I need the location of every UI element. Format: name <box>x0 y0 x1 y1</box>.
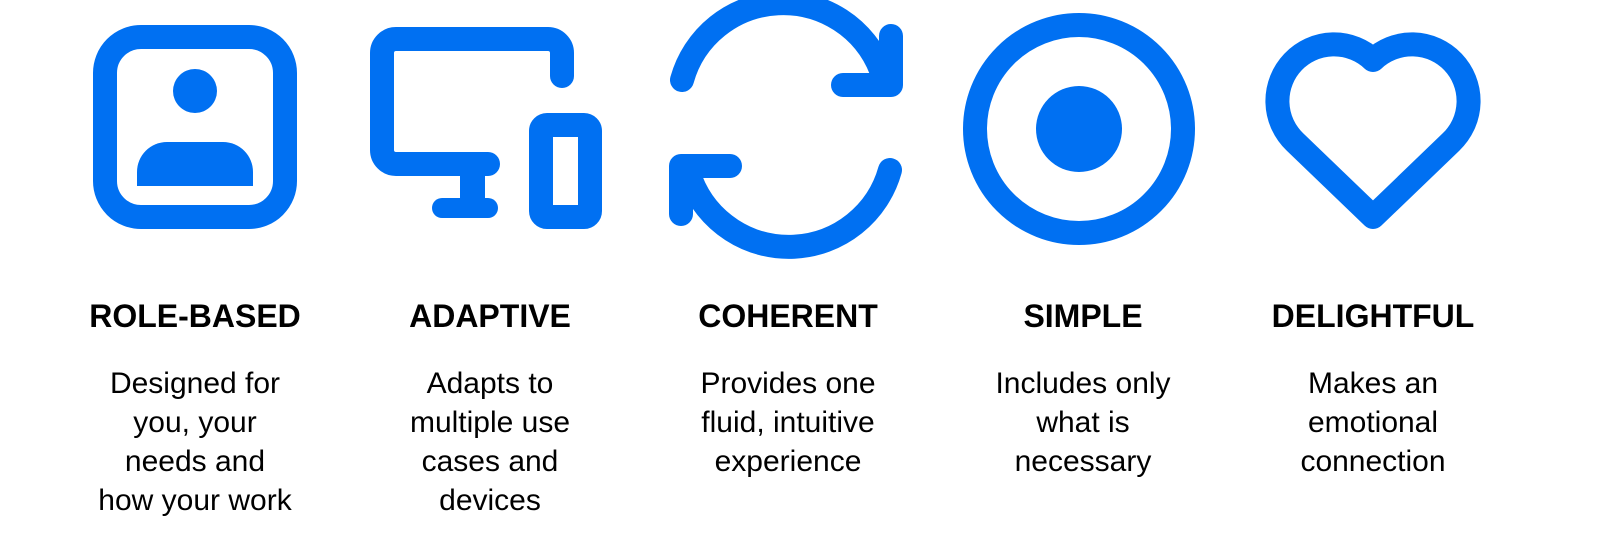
description-line: cases and <box>421 445 559 478</box>
description-line: how your work <box>98 484 292 517</box>
description-line: you, your <box>133 406 257 439</box>
description-line: experience <box>714 445 862 478</box>
description-line: what is <box>1036 406 1130 439</box>
person-badge-icon <box>80 0 310 260</box>
pillar-description: Designed for you, your needs and how you… <box>80 364 310 520</box>
description-line: devices <box>439 484 541 517</box>
pillar-description: Adapts to multiple use cases and devices <box>375 364 605 520</box>
pillar-delightful: DELIGHTFUL Makes an emotional connection <box>1258 0 1488 541</box>
pillar-title: SIMPLE <box>1023 298 1143 334</box>
description-line: Includes only <box>995 367 1171 400</box>
refresh-cycle-icon <box>668 0 908 260</box>
heart-icon <box>1258 0 1488 260</box>
pillar-title: ROLE-BASED <box>89 298 301 334</box>
pillar-description: Provides one fluid, intuitive experience <box>668 364 908 481</box>
description-line: Adapts to <box>426 367 554 400</box>
pillar-simple: SIMPLE Includes only what is necessary <box>963 0 1203 541</box>
pillar-description: Makes an emotional connection <box>1258 364 1488 481</box>
description-line: Makes an <box>1307 367 1439 400</box>
description-line: emotional <box>1307 406 1439 439</box>
description-line: Provides one <box>700 367 876 400</box>
description-line: connection <box>1300 445 1446 478</box>
pillar-title: COHERENT <box>698 298 878 334</box>
devices-icon <box>370 0 605 260</box>
pillar-coherent: COHERENT Provides one fluid, intuitive e… <box>668 0 908 541</box>
pillar-role-based: ROLE-BASED Designed for you, your needs … <box>80 0 310 541</box>
description-line: fluid, intuitive <box>701 406 875 439</box>
description-line: needs and <box>124 445 266 478</box>
radio-dot-icon <box>963 0 1203 260</box>
pillar-description: Includes only what is necessary <box>963 364 1203 481</box>
description-line: necessary <box>1014 445 1152 478</box>
pillar-title: ADAPTIVE <box>409 298 571 334</box>
description-line: Designed for <box>109 367 281 400</box>
pillar-adaptive: ADAPTIVE Adapts to multiple use cases an… <box>370 0 605 541</box>
pillar-title: DELIGHTFUL <box>1271 298 1475 334</box>
description-line: multiple use <box>409 406 571 439</box>
